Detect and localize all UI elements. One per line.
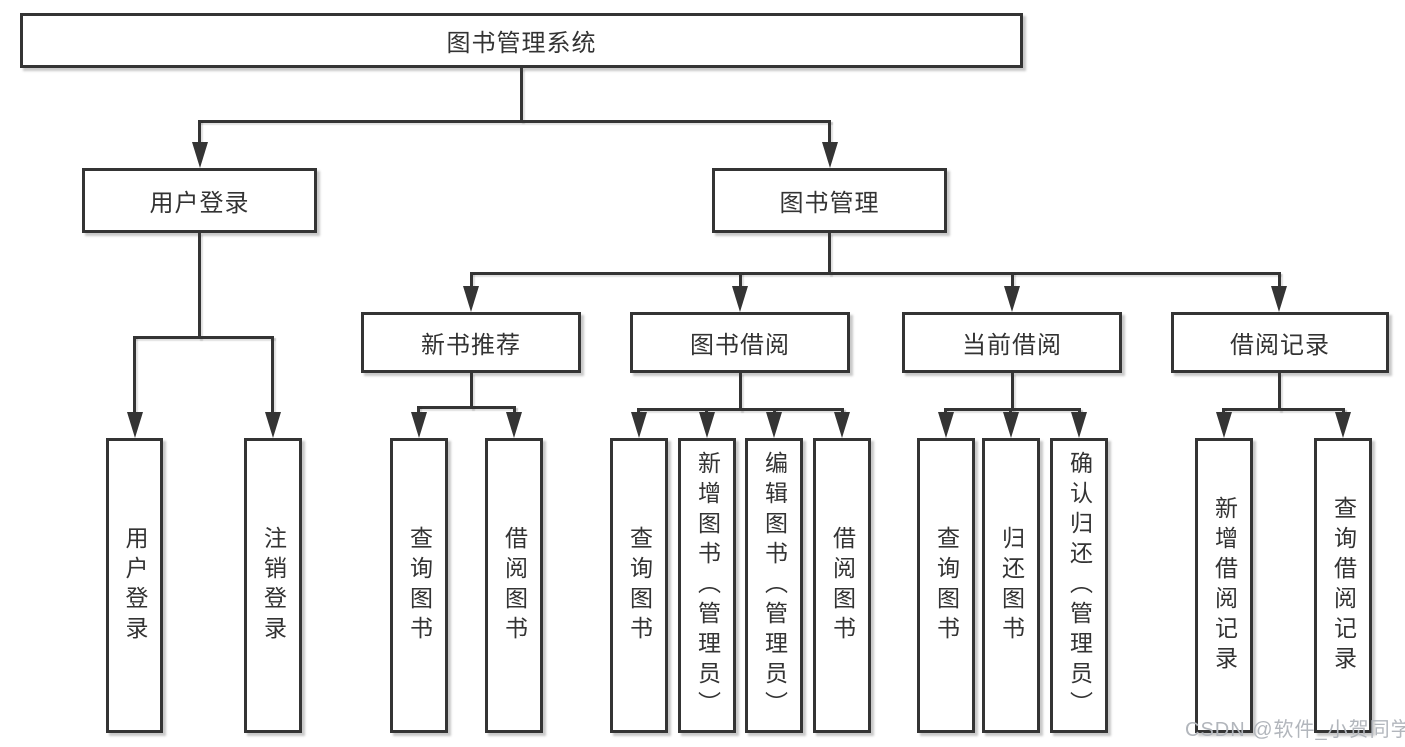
- connector-hline: [637, 408, 844, 411]
- arrowhead-down-icon: [1271, 286, 1287, 312]
- leaf-add-book-admin: 新增图书（管理员）: [678, 438, 736, 733]
- leaf-return-books: 归还图书: [982, 438, 1040, 733]
- connector-hline: [944, 408, 1081, 411]
- arrowhead-down-icon: [506, 412, 522, 438]
- arrowhead-down-icon: [1003, 412, 1019, 438]
- arrowhead-down-icon: [766, 412, 782, 438]
- arrowhead-down-icon: [1335, 412, 1351, 438]
- leaf-edit-book-admin-label: 编辑图书（管理员）: [761, 450, 788, 721]
- connector-hline: [1222, 408, 1345, 411]
- leaf-borrow-books-borrowing: 借阅图书: [813, 438, 871, 733]
- watermark-text: CSDN @软件_小贺同学: [1185, 719, 1405, 741]
- leaf-query-books-borrowing: 查询图书: [610, 438, 668, 733]
- leaf-query-books-current-label: 查询图书: [933, 525, 960, 646]
- arrowhead-down-icon: [265, 412, 281, 438]
- node-book-borrowing: 图书借阅: [630, 312, 850, 373]
- leaf-user-login: 用户登录: [106, 438, 163, 733]
- leaf-borrow-books-recommend-label: 借阅图书: [501, 525, 528, 646]
- leaf-query-books-recommend-label: 查询图书: [406, 525, 433, 646]
- connector-vline: [1278, 272, 1281, 290]
- node-book-borrowing-label: 图书借阅: [690, 332, 790, 359]
- arrowhead-down-icon: [192, 142, 208, 168]
- leaf-user-login-label: 用户登录: [122, 525, 148, 646]
- node-new-book-recommend-label: 新书推荐: [421, 332, 521, 359]
- node-new-book-recommend: 新书推荐: [361, 312, 581, 373]
- arrowhead-down-icon: [1216, 412, 1232, 438]
- node-user-login: 用户登录: [82, 168, 317, 233]
- connector-vline: [417, 406, 420, 416]
- connector-hline: [133, 336, 274, 339]
- arrowhead-down-icon: [699, 412, 715, 438]
- arrowhead-down-icon: [631, 412, 647, 438]
- connector-vline: [828, 233, 831, 275]
- node-user-login-label: 用户登录: [149, 190, 250, 217]
- arrowhead-down-icon: [1071, 412, 1087, 438]
- connector-hline: [198, 120, 831, 123]
- connector-hline: [470, 272, 1280, 275]
- node-root: 图书管理系统: [20, 13, 1023, 68]
- leaf-logout-label: 注销登录: [260, 525, 287, 646]
- connector-vline: [470, 272, 473, 290]
- connector-vline: [513, 406, 516, 416]
- connector-vline: [271, 336, 274, 416]
- connector-vline: [198, 120, 201, 146]
- leaf-query-borrow-record-label: 查询借阅记录: [1330, 495, 1357, 676]
- arrowhead-down-icon: [127, 412, 143, 438]
- node-root-label: 图书管理系统: [446, 30, 597, 57]
- connector-vline: [1011, 373, 1014, 411]
- arrowhead-down-icon: [463, 286, 479, 312]
- connector-hline: [417, 406, 516, 409]
- leaf-query-borrow-record: 查询借阅记录: [1314, 438, 1372, 733]
- arrowhead-down-icon: [1004, 286, 1020, 312]
- connector-vline: [739, 373, 742, 411]
- node-borrowing-records-label: 借阅记录: [1230, 332, 1330, 359]
- node-current-borrowing-label: 当前借阅: [962, 332, 1062, 359]
- leaf-add-book-admin-label: 新增图书（管理员）: [694, 450, 721, 721]
- arrowhead-down-icon: [822, 142, 838, 168]
- leaf-query-books-borrowing-label: 查询图书: [626, 525, 653, 646]
- leaf-borrow-books-borrowing-label: 借阅图书: [829, 525, 856, 646]
- leaf-logout: 注销登录: [244, 438, 302, 733]
- node-book-management: 图书管理: [712, 168, 947, 233]
- leaf-query-books-current: 查询图书: [917, 438, 975, 733]
- connector-vline: [828, 120, 831, 146]
- node-borrowing-records: 借阅记录: [1171, 312, 1389, 373]
- connector-vline: [1011, 272, 1014, 290]
- connector-vline: [739, 272, 742, 290]
- leaf-borrow-books-recommend: 借阅图书: [485, 438, 543, 733]
- leaf-confirm-return-admin: 确认归还（管理员）: [1050, 438, 1108, 733]
- arrowhead-down-icon: [732, 286, 748, 312]
- leaf-add-borrow-record: 新增借阅记录: [1195, 438, 1253, 733]
- leaf-query-books-recommend: 查询图书: [390, 438, 448, 733]
- connector-vline: [470, 373, 473, 409]
- arrowhead-down-icon: [411, 412, 427, 438]
- arrowhead-down-icon: [938, 412, 954, 438]
- leaf-add-borrow-record-label: 新增借阅记录: [1211, 495, 1238, 676]
- leaf-confirm-return-admin-label: 确认归还（管理员）: [1066, 450, 1093, 721]
- node-current-borrowing: 当前借阅: [902, 312, 1122, 373]
- connector-vline: [1278, 373, 1281, 411]
- arrowhead-down-icon: [834, 412, 850, 438]
- leaf-return-books-label: 归还图书: [998, 525, 1025, 646]
- leaf-edit-book-admin: 编辑图书（管理员）: [745, 438, 803, 733]
- node-book-management-label: 图书管理: [779, 190, 880, 217]
- connector-vline: [198, 233, 201, 339]
- connector-vline: [520, 68, 523, 122]
- connector-vline: [133, 336, 136, 416]
